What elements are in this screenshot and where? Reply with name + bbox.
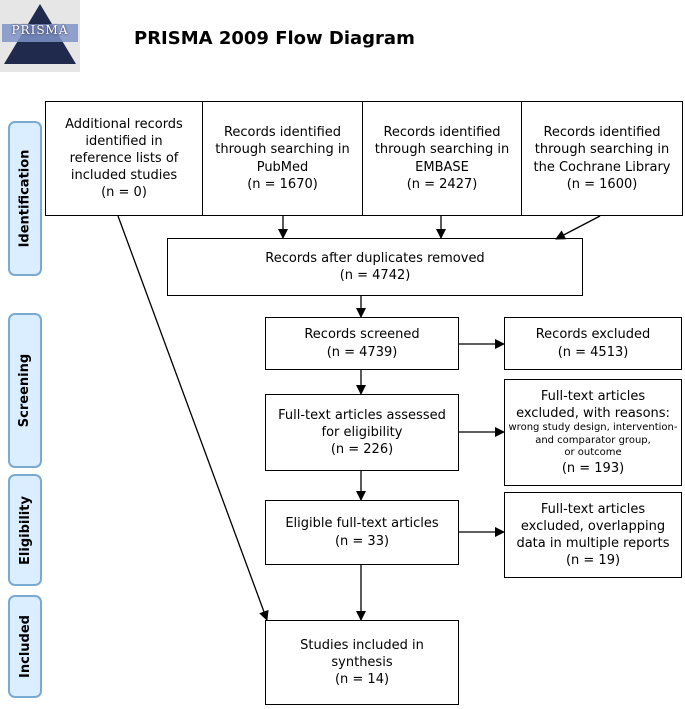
phase-included: Included xyxy=(8,595,42,698)
phase-identification: Identification xyxy=(8,121,42,276)
box-fulltext-assessed: Full-text articles assessed for eligibil… xyxy=(265,394,459,471)
box-studies-included: Studies included in synthesis (n = 14) xyxy=(265,620,459,705)
box-fulltext-excluded: Full-text articles excluded, with reason… xyxy=(504,379,682,486)
box-pubmed-records: Records identified through searching in … xyxy=(202,101,363,216)
arrow-additional-to-included xyxy=(117,215,269,621)
box-additional-records: Additional records identified in referen… xyxy=(45,101,203,216)
box-cochrane-records: Records identified through searching in … xyxy=(521,101,683,216)
box-eligible-articles: Eligible full-text articles (n = 33) xyxy=(265,500,459,565)
phase-eligibility: Eligibility xyxy=(8,474,42,586)
phase-screening: Screening xyxy=(8,313,42,468)
box-records-excluded: Records excluded (n = 4513) xyxy=(504,317,682,370)
box-duplicates-removed: Records after duplicates removed (n = 47… xyxy=(167,238,583,296)
arrow-cochrane-to-duplicates xyxy=(555,215,601,240)
box-embase-records: Records identified through searching in … xyxy=(362,101,522,216)
prisma-logo: PRISMA xyxy=(0,0,80,72)
prisma-logo-icon xyxy=(0,0,80,72)
logo-text: PRISMA xyxy=(11,23,69,37)
box-overlap-excluded: Full-text articles excluded, overlapping… xyxy=(504,492,682,578)
page-title: PRISMA 2009 Flow Diagram xyxy=(134,28,415,49)
box-records-screened: Records screened (n = 4739) xyxy=(265,317,459,370)
